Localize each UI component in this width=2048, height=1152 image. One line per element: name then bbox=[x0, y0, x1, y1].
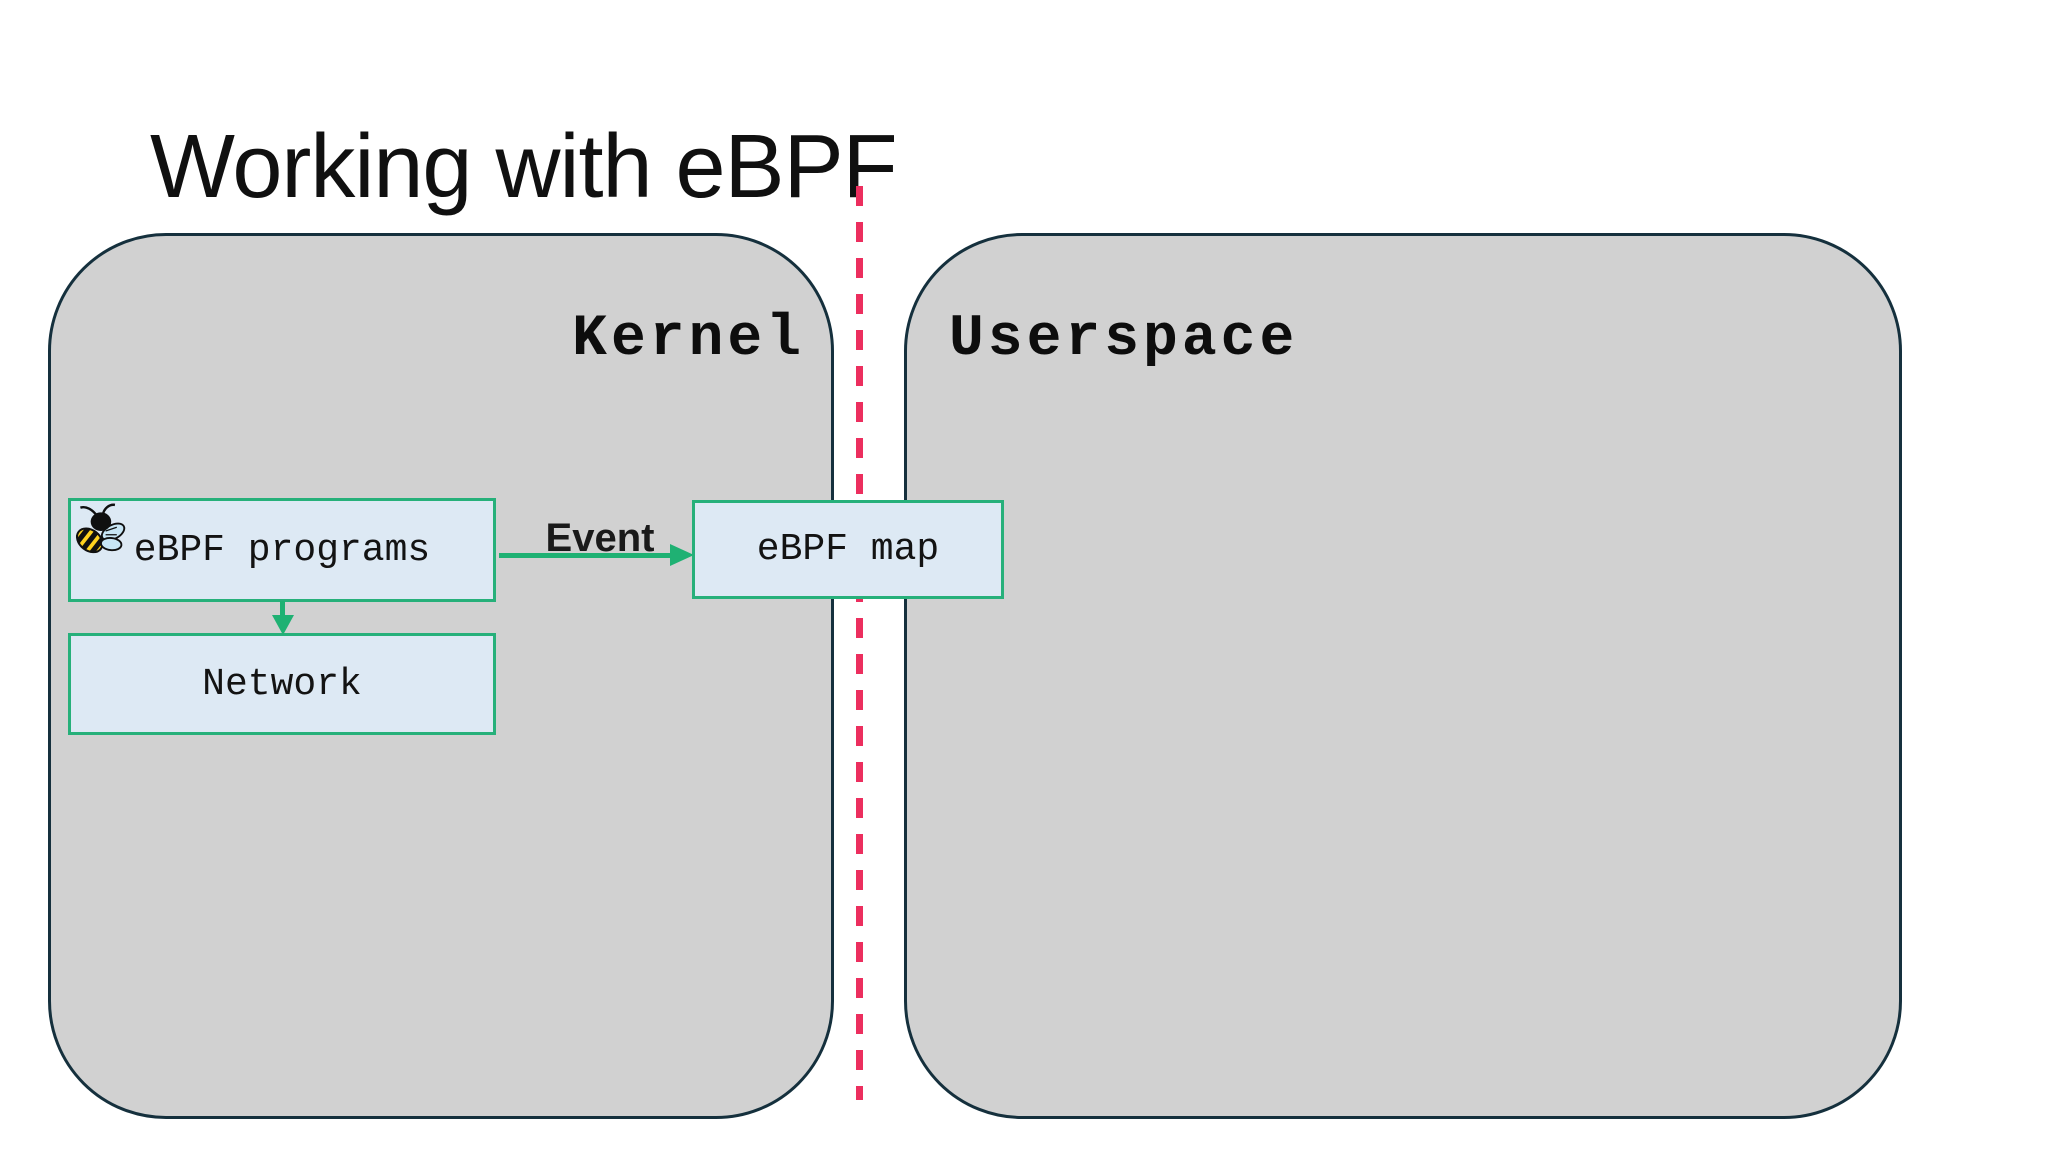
ebpf-map-node: eBPF map bbox=[692, 500, 1004, 599]
event-arrow-line bbox=[499, 553, 672, 558]
kernel-region-label: Kernel bbox=[572, 307, 805, 372]
slide-title: Working with eBPF bbox=[150, 117, 898, 217]
kernel-userspace-divider bbox=[856, 186, 863, 1100]
ebpf-programs-node: eBPF programs bbox=[68, 498, 496, 602]
network-node: Network bbox=[68, 633, 496, 735]
userspace-region: Userspace bbox=[904, 233, 1902, 1119]
ebpf-map-label: eBPF map bbox=[756, 528, 940, 571]
programs-network-arrow-head-icon bbox=[272, 615, 294, 635]
ebpf-bee-icon bbox=[73, 503, 126, 558]
programs-network-arrow-line bbox=[280, 601, 285, 618]
event-arrow-head-icon bbox=[670, 544, 694, 566]
network-label: Network bbox=[202, 662, 362, 706]
ebpf-programs-label: eBPF programs bbox=[133, 528, 431, 572]
userspace-region-label: Userspace bbox=[949, 307, 1299, 372]
event-edge-label: Event bbox=[545, 516, 655, 560]
